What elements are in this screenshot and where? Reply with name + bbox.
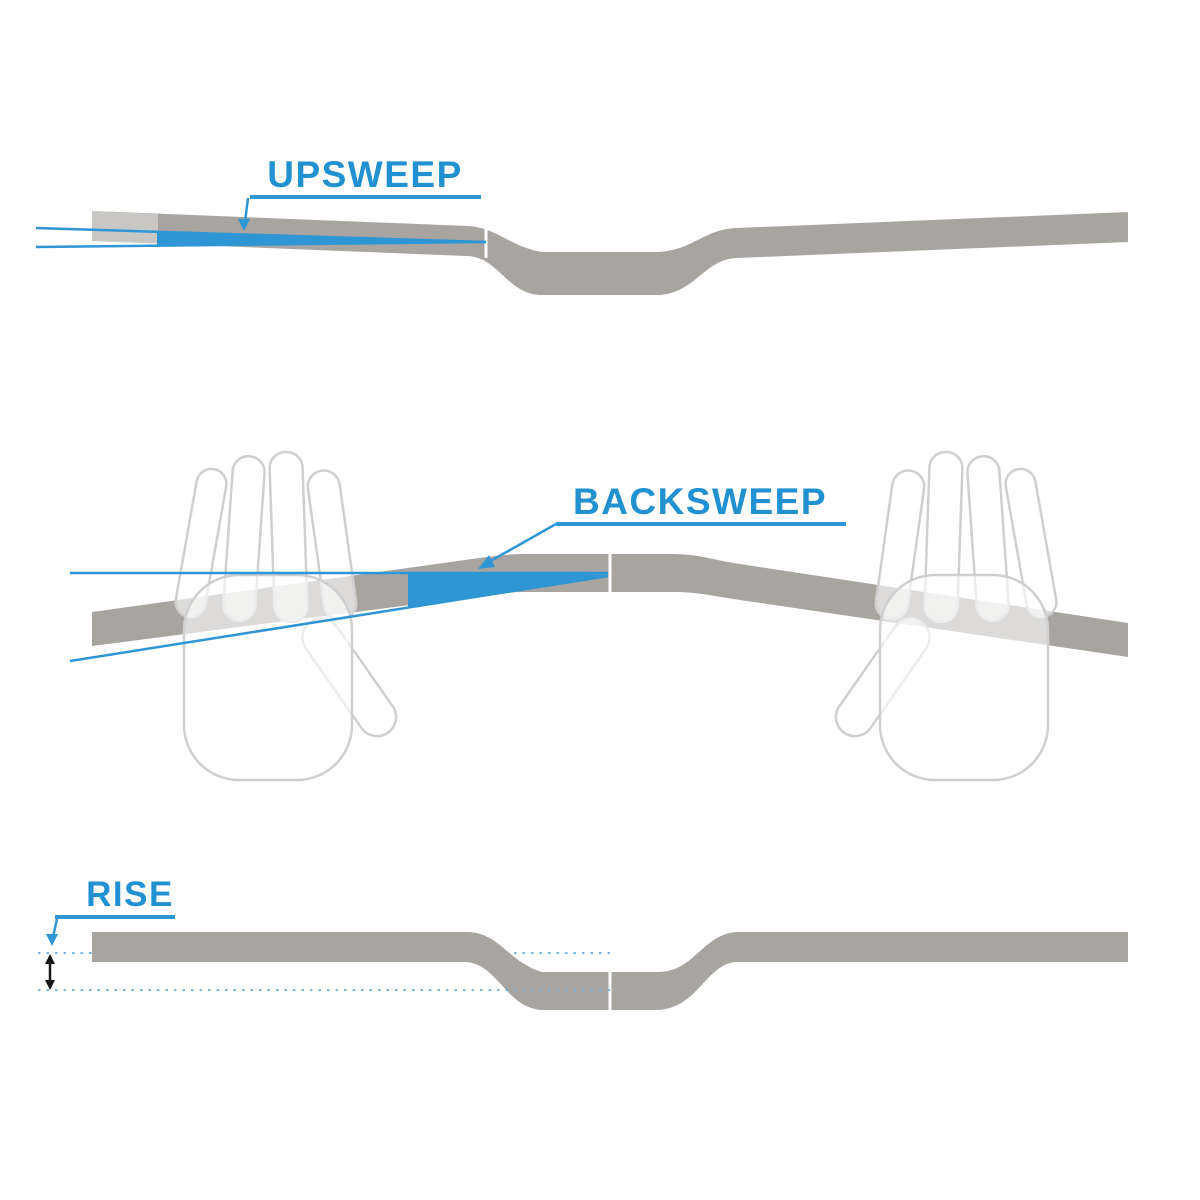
backsweep-diagram: BACKSWEEP xyxy=(69,450,1128,782)
rise-label: RISE xyxy=(86,875,174,914)
left-hand-outline xyxy=(174,450,398,782)
rise-diagram: RISE xyxy=(38,875,1128,1011)
rise-measure-arrowhead-up-icon xyxy=(45,954,55,964)
grip-end-highlight xyxy=(92,211,158,244)
handlebar-front-view xyxy=(92,211,1128,295)
upsweep-pointer-arrowhead-icon xyxy=(238,219,250,231)
backsweep-pointer-line xyxy=(486,522,557,565)
upsweep-pointer-line xyxy=(243,197,250,223)
rise-measure-arrowhead-down-icon xyxy=(45,980,55,990)
palm xyxy=(182,573,354,782)
upsweep-diagram: UPSWEEP xyxy=(35,154,1128,295)
backsweep-angle-wedge xyxy=(408,572,610,608)
backsweep-axis-line xyxy=(69,574,609,663)
upsweep-angle-line-upper xyxy=(35,226,487,244)
backsweep-pointer-arrowhead-icon xyxy=(478,555,495,569)
upsweep-label: UPSWEEP xyxy=(267,154,463,195)
upsweep-angle-wedge xyxy=(157,232,486,246)
handlebar-rise-view xyxy=(92,932,1128,1010)
backsweep-label: BACKSWEEP xyxy=(573,481,827,522)
rise-measurement-arrow xyxy=(45,954,55,990)
rise-pointer-arrowhead-icon xyxy=(46,934,58,946)
